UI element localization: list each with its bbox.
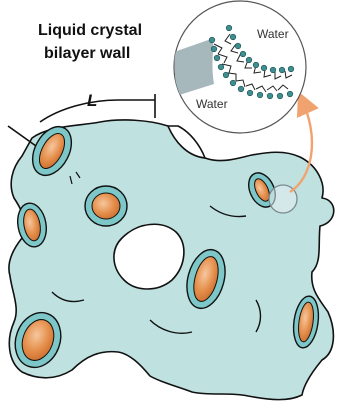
- title-line-2: bilayer wall: [44, 45, 130, 62]
- bilayer-inset: Water Water: [174, 1, 306, 133]
- wall-pointer-line: [8, 126, 36, 146]
- dimension-label: L: [87, 91, 97, 110]
- water-label-bottom: Water: [196, 97, 228, 111]
- title-line-1: Liquid crystal: [38, 22, 142, 39]
- title: Liquid crystal bilayer wall: [38, 22, 142, 62]
- water-label-top: Water: [257, 27, 289, 41]
- pore-mid-left: [85, 186, 127, 226]
